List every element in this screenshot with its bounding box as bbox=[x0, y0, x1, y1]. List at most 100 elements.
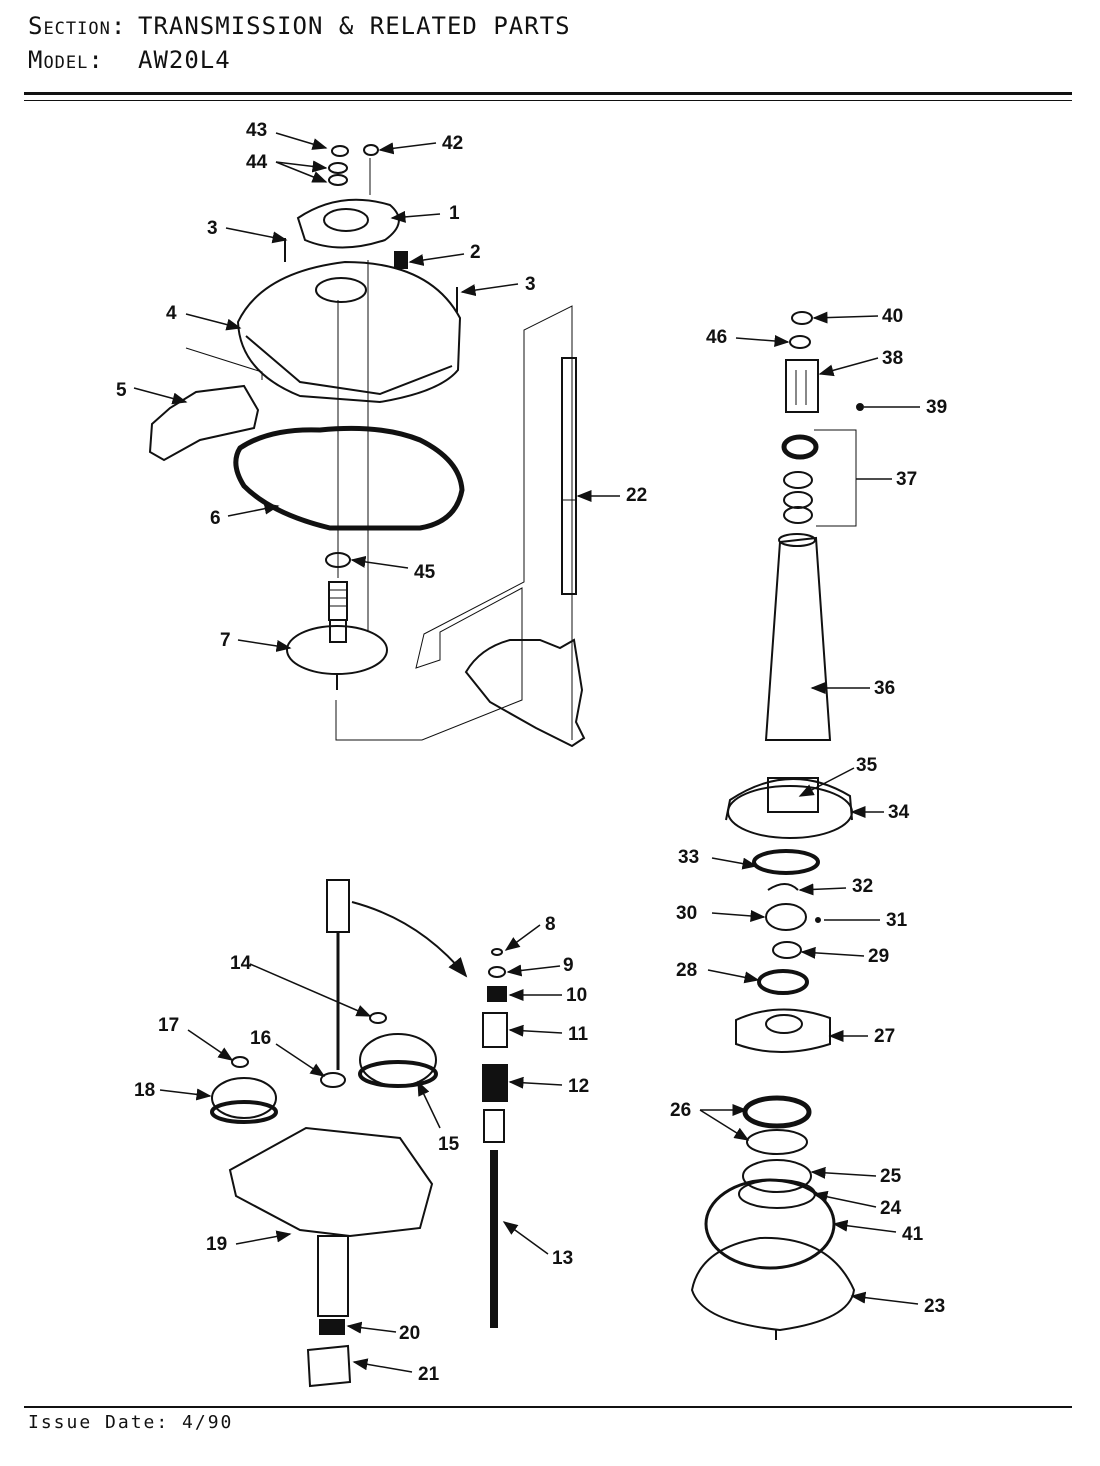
part-29-washer bbox=[772, 941, 802, 959]
part-36-tube bbox=[764, 536, 832, 741]
callout-37: 37 bbox=[896, 469, 917, 490]
callout-44: 44 bbox=[246, 152, 268, 173]
part-8-ball bbox=[491, 948, 503, 956]
callout-32: 32 bbox=[852, 876, 873, 897]
callout-30: 30 bbox=[676, 903, 697, 924]
part-44-washer bbox=[328, 162, 348, 174]
callout-27: 27 bbox=[874, 1026, 895, 1047]
part-38-spline bbox=[785, 359, 819, 413]
part-40-washer bbox=[791, 311, 813, 325]
callout-35: 35 bbox=[856, 755, 878, 776]
callout-45: 45 bbox=[414, 562, 436, 583]
callout-40: 40 bbox=[882, 306, 903, 327]
part-19-gearcase bbox=[228, 1126, 434, 1238]
callout-36: 36 bbox=[874, 678, 895, 699]
callout-43: 43 bbox=[246, 120, 267, 141]
callout-29: 29 bbox=[868, 946, 889, 967]
shaft-upper bbox=[326, 879, 350, 933]
callout-17: 17 bbox=[158, 1015, 179, 1036]
callout-31: 31 bbox=[886, 910, 908, 931]
part-41-ring bbox=[704, 1178, 836, 1270]
part-23-base bbox=[690, 1236, 856, 1332]
callout-38: 38 bbox=[882, 348, 903, 369]
callout-numbers: 1 2 3 3 4 5 6 7 8 9 10 11 12 13 14 15 16… bbox=[116, 120, 947, 1385]
part-6-gasket bbox=[233, 425, 465, 531]
callout-7: 7 bbox=[220, 630, 231, 651]
part-35-seal bbox=[767, 777, 819, 813]
part-4-cover bbox=[236, 260, 462, 404]
part-43-washer bbox=[331, 145, 349, 157]
part-20-bushing bbox=[319, 1319, 345, 1335]
issue-date: Issue Date: 4/90 bbox=[28, 1412, 234, 1433]
callout-6: 6 bbox=[210, 508, 221, 529]
footer-rule bbox=[24, 1406, 1072, 1408]
callout-42: 42 bbox=[442, 133, 463, 154]
callout-20: 20 bbox=[399, 1323, 420, 1344]
callout-14: 14 bbox=[230, 953, 252, 974]
part-18-gear bbox=[211, 1077, 277, 1119]
part-21-clutch bbox=[306, 1344, 352, 1388]
callout-1: 1 bbox=[449, 203, 460, 224]
callout-3: 3 bbox=[207, 218, 218, 239]
part-7-shaft bbox=[328, 581, 348, 621]
callout-41: 41 bbox=[902, 1224, 924, 1245]
header-rule-thin bbox=[24, 100, 1072, 101]
part-9-washer bbox=[488, 966, 506, 978]
part-32-clip bbox=[767, 883, 799, 891]
part-17-washer bbox=[231, 1056, 249, 1068]
callout-19: 19 bbox=[206, 1234, 227, 1255]
callout-26: 26 bbox=[670, 1100, 691, 1121]
callout-21: 21 bbox=[418, 1364, 440, 1385]
callout-34: 34 bbox=[888, 802, 910, 823]
callout-46: 46 bbox=[706, 327, 727, 348]
callout-leaders bbox=[133, 132, 920, 1373]
part-24-hub bbox=[738, 1179, 816, 1209]
section-title: TRANSMISSION & RELATED PARTS bbox=[138, 12, 571, 40]
callout-13: 13 bbox=[552, 1248, 573, 1269]
part-30-bearing bbox=[765, 903, 807, 931]
callout-4: 4 bbox=[166, 303, 177, 324]
part-26-seal bbox=[742, 1095, 812, 1129]
callout-2: 2 bbox=[470, 242, 481, 263]
part-22-arm bbox=[464, 638, 586, 748]
callout-25: 25 bbox=[880, 1166, 902, 1187]
callout-16: 16 bbox=[250, 1028, 271, 1049]
model-label: Model: bbox=[28, 46, 104, 74]
callout-3-right: 3 bbox=[525, 274, 536, 295]
callout-22: 22 bbox=[626, 485, 647, 506]
part-37-spring bbox=[781, 434, 819, 460]
callout-23: 23 bbox=[924, 1296, 945, 1317]
part-1-plate bbox=[296, 198, 400, 249]
part-10-nut bbox=[487, 986, 507, 1002]
callout-39: 39 bbox=[926, 397, 947, 418]
callout-12: 12 bbox=[568, 1076, 589, 1097]
section-label: Section: bbox=[28, 12, 127, 40]
part-2-plug bbox=[394, 251, 408, 269]
callout-33: 33 bbox=[678, 847, 699, 868]
part-16-washer bbox=[320, 1072, 346, 1088]
part-14-washer bbox=[369, 1012, 387, 1024]
cover-assembly-drawing bbox=[148, 144, 586, 748]
callout-8: 8 bbox=[545, 914, 556, 935]
tube-assembly-drawing bbox=[690, 311, 864, 1340]
part-28-oring bbox=[757, 969, 809, 995]
header-rule-thick bbox=[24, 92, 1072, 95]
gearcase-drawing bbox=[210, 879, 508, 1388]
callout-24: 24 bbox=[880, 1198, 902, 1219]
part-19-shaft bbox=[317, 1235, 349, 1317]
part-25-bearing bbox=[742, 1159, 812, 1193]
section-header: Section: TRANSMISSION & RELATED PARTS bbox=[28, 12, 571, 40]
model-header: Model:AW20L4 bbox=[28, 46, 231, 74]
part-33-oring bbox=[752, 849, 820, 875]
part-12-cam bbox=[483, 1109, 505, 1143]
part-11-collar bbox=[482, 1012, 508, 1048]
callout-15: 15 bbox=[438, 1134, 460, 1155]
part-46-ring bbox=[789, 335, 811, 349]
part-12-spring bbox=[482, 1064, 508, 1102]
callout-18: 18 bbox=[134, 1080, 155, 1101]
callout-9: 9 bbox=[563, 955, 574, 976]
callout-28: 28 bbox=[676, 960, 697, 981]
part-39-pin bbox=[856, 403, 864, 411]
callout-10: 10 bbox=[566, 985, 587, 1006]
